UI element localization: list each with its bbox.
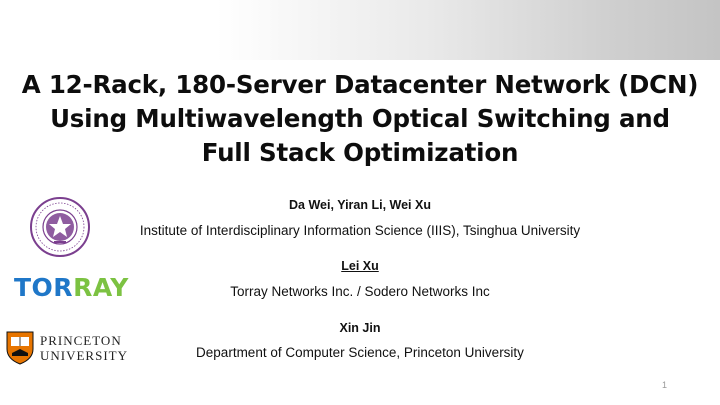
torray-logo: TORRAY (14, 273, 129, 303)
authors-princeton: Xin Jin (339, 321, 381, 335)
title-line-1: A 12-Rack, 180-Server Datacenter Network… (21, 70, 699, 99)
tsinghua-seal-icon (30, 197, 90, 257)
authors-torray: Lei Xu (341, 259, 379, 273)
title-line-3: Full Stack Optimization (201, 138, 519, 167)
torray-logo-part2: RAY (73, 273, 129, 302)
page-number: 1 (661, 380, 667, 390)
princeton-wordmark-line1: PRINCETON (40, 333, 122, 348)
slide-title: A 12-Rack, 180-Server Datacenter Network… (0, 68, 720, 170)
affiliation-tsinghua: Institute of Interdisciplinary Informati… (139, 223, 581, 238)
princeton-shield-icon (6, 331, 34, 365)
affiliation-princeton: Department of Computer Science, Princeto… (196, 345, 524, 360)
princeton-wordmark-line2: UNIVERSITY (40, 348, 128, 363)
title-line-2: Using Multiwavelength Optical Switching … (50, 104, 670, 133)
princeton-logo: PRINCETON UNIVERSITY (6, 331, 132, 367)
torray-logo-part1: TOR (14, 273, 74, 302)
top-gradient-bar (0, 0, 720, 60)
affiliation-torray: Torray Networks Inc. / Sodero Networks I… (230, 284, 490, 299)
authors-tsinghua: Da Wei, Yiran Li, Wei Xu (289, 198, 431, 212)
